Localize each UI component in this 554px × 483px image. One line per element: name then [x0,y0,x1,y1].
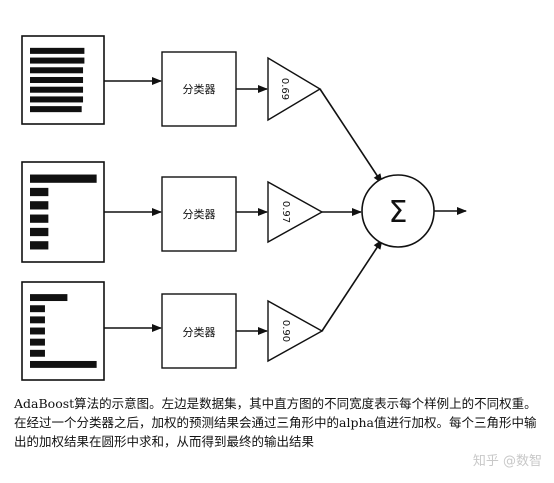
row-3: 分类器 0.90 [21,239,383,381]
figure-caption: AdaBoost算法的示意图。左边是数据集，其中直方图的不同宽度表示每个样例上的… [14,396,537,449]
sum-symbol: Σ [389,195,408,230]
weight-bar [30,187,49,197]
classifier-label-3: 分类器 [183,325,216,339]
weight-bar [30,86,84,93]
weight-bar [30,76,84,84]
arrow-alpha-to-sum-1 [319,88,383,184]
weight-bar [30,67,84,74]
weight-bar [30,106,82,113]
weight-bars-1 [30,47,85,113]
classifier-label-2: 分类器 [183,207,216,221]
weight-bar [30,201,49,210]
alpha-value-1: 0.69 [279,78,290,100]
watermark: 知乎 @数智 [472,454,542,469]
weight-bar [30,214,49,223]
alpha-triangle-2 [267,180,324,244]
weight-bars-3 [30,294,97,368]
alpha-triangle-1 [267,56,322,122]
weight-bar [30,96,84,103]
weight-bar [30,327,45,335]
weight-bar [30,349,45,357]
arrow-alpha-to-sum-3 [321,239,383,332]
row-2: 分类器 0.97 [21,161,362,263]
classifier-box-2 [161,176,237,252]
weight-bar [30,316,45,324]
alpha-value-3: 0.90 [280,320,291,342]
classifier-label-1: 分类器 [183,82,216,96]
weight-bar [30,174,97,183]
weight-bar [30,241,49,250]
weight-bar [30,360,97,368]
weight-bar [30,57,85,64]
alpha-triangle-3 [267,299,324,363]
weight-bar [30,338,45,346]
row-1: 分类器 0.69 [21,35,383,184]
weight-bar [30,227,49,237]
weight-bars-2 [30,174,97,250]
weight-bar [30,294,68,302]
weight-bar [30,305,45,313]
alpha-value-2: 0.97 [280,201,291,223]
adaboost-diagram: 分类器 0.69 分类器 0.97 分类器 0.90 Σ [21,35,467,381]
weight-bar [30,47,85,54]
